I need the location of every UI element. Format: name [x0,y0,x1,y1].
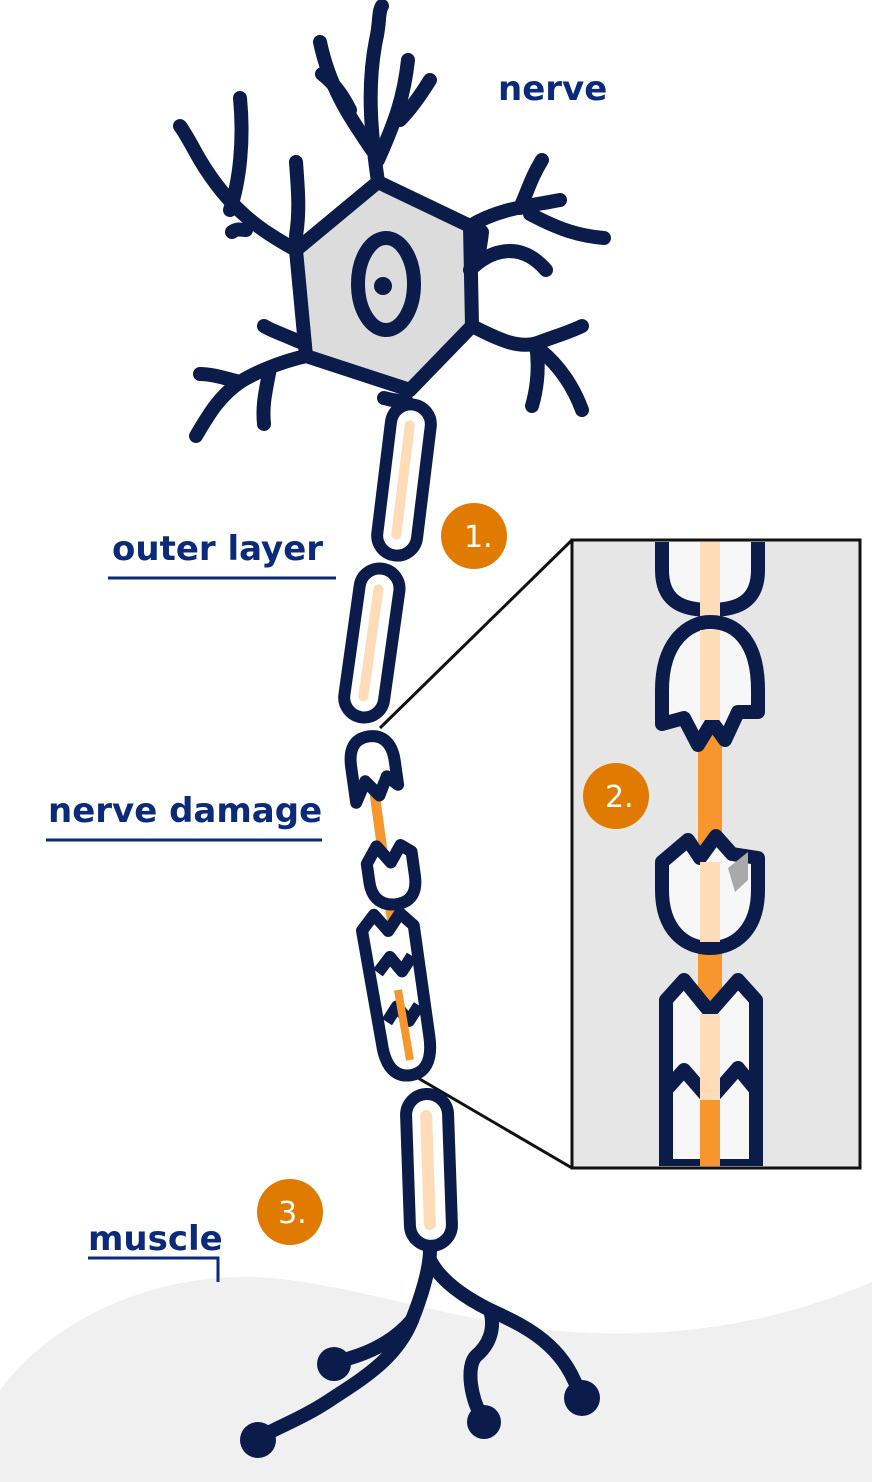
damaged-myelin [347,733,434,1079]
nucleolus [374,277,392,295]
label-muscle: muscle [88,1219,223,1259]
myelin-segment-1 [375,402,433,558]
zoom-inset-content [662,542,758,1170]
myelin-segment-3 [405,1093,452,1246]
label-nerve: nerve [498,69,607,109]
marker-3: 3. [257,1179,323,1245]
label-outer-layer: outer layer [112,529,323,569]
muscle-tissue [0,1277,872,1482]
marker-1: 1. [441,503,507,569]
marker-1-text: 1. [464,520,493,555]
muscle-leader-line [88,1258,218,1282]
marker-3-text: 3. [278,1196,307,1231]
marker-2-text: 2. [605,780,634,815]
myelin-segment-2 [342,566,402,720]
marker-2: 2. [583,763,649,829]
label-nerve-damage: nerve damage [48,791,322,831]
